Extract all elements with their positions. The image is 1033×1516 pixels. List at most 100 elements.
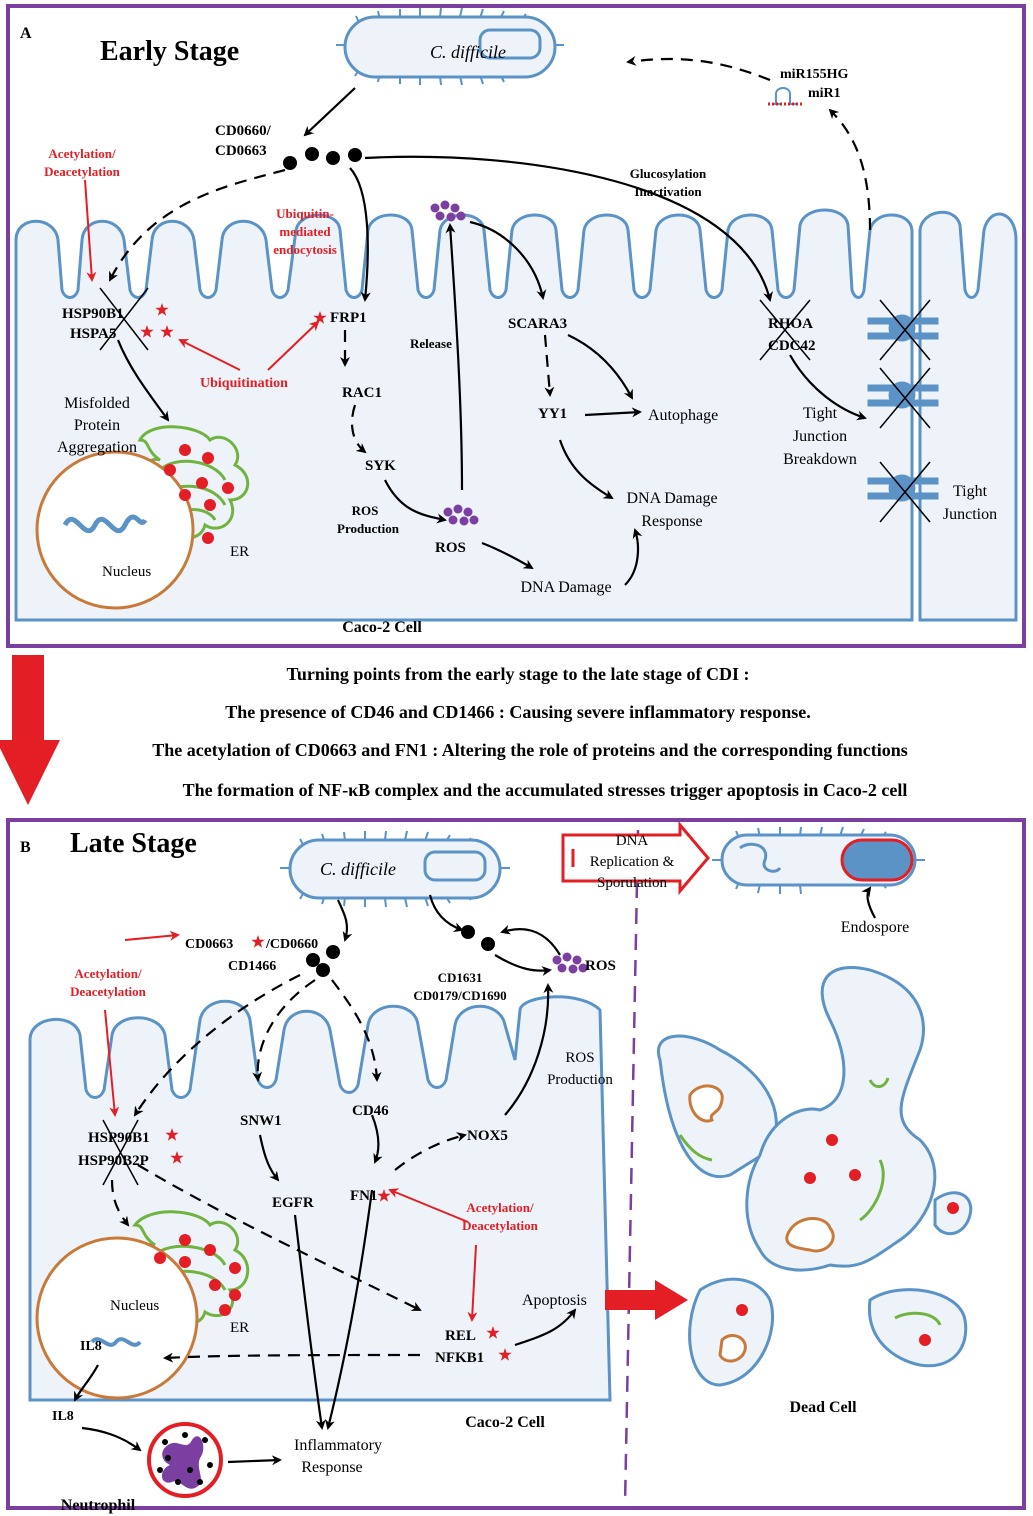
acetyl2-2: Deacetylation <box>462 1218 539 1233</box>
misfolded-1: Misfolded <box>64 395 130 412</box>
hsp90b1-label-b: HSP90B1 <box>88 1130 150 1146</box>
acetyl-label-a-2: Deacetylation <box>44 164 121 179</box>
ubiq-endo-2: mediated <box>279 224 331 239</box>
turning-line-1: Turning points from the early stage to t… <box>287 664 750 684</box>
panel-b-letter: B <box>20 839 31 856</box>
neutrophil-icon <box>147 1422 223 1498</box>
inflam-1: Inflammatory <box>294 1437 382 1454</box>
c-difficile-label-a: C. difficile <box>430 42 506 62</box>
mir155hg-label: miR155HG <box>780 67 849 82</box>
dna-rep-1: DNA <box>616 833 649 849</box>
cd1466-label: CD1466 <box>228 959 276 974</box>
turning-line-4: The formation of NF-κB complex and the a… <box>183 780 908 800</box>
hspa5-label: HSPA5 <box>70 326 116 342</box>
yy1-label: YY1 <box>538 406 567 422</box>
c-difficile-label-b: C. difficile <box>320 859 396 879</box>
dna-replication-arrow <box>561 820 710 896</box>
ubiq-endo-1: Ubiquitin- <box>276 206 334 221</box>
ubiq-endo-3: endocytosis <box>273 242 337 257</box>
tj-breakdown-3: Breakdown <box>783 451 857 468</box>
caco2-cell-a-right <box>918 210 1018 622</box>
frp1-label: FRP1 <box>330 310 367 326</box>
egfr-label: EGFR <box>272 1195 314 1211</box>
ubiquitination-label: Ubiquitination <box>200 376 288 391</box>
ros-prod-a-2: Production <box>337 521 400 536</box>
rhoa-label: RHOA <box>768 316 813 332</box>
acetyl-label-b-1: Acetylation/ <box>74 966 142 981</box>
ros-dots-b <box>552 952 588 974</box>
panel-a-frame <box>6 4 1026 648</box>
glucosyl-1: Glucosylation <box>630 166 707 181</box>
cd0179-label: CD0179/CD1690 <box>413 988 506 1003</box>
syk-label: SYK <box>365 458 396 474</box>
mir1-label: miR1 <box>808 86 841 101</box>
nfkb1-label: NFKB1 <box>435 1350 484 1366</box>
turning-line-2: The presence of CD46 and CD1466 : Causin… <box>225 702 810 722</box>
neutrophil-label: Neutrophil <box>61 1497 136 1514</box>
hsp90b1-label-a: HSP90B1 <box>62 306 124 322</box>
dna-rep-2: Replication & <box>590 854 675 870</box>
il8-out-label: IL8 <box>52 1409 74 1424</box>
ros-prod-a-1: ROS <box>352 503 379 518</box>
down-arrow-transition <box>0 655 60 805</box>
endospore-label: Endospore <box>841 919 909 936</box>
er-label-a: ER <box>230 544 249 560</box>
cd0660-label: /CD0660 <box>265 937 318 952</box>
ddr-1: DNA Damage <box>626 490 717 507</box>
apoptosis-label: Apoptosis <box>522 1292 587 1309</box>
toxin-dots-a <box>283 147 362 170</box>
release-label: Release <box>410 336 452 351</box>
dna-damage-label: DNA Damage <box>520 579 611 596</box>
er-label-b: ER <box>230 1320 249 1336</box>
nucleus-label-a: Nucleus <box>102 564 151 580</box>
dna-rep-3: Sporulation <box>597 875 667 891</box>
cdc42-label: CDC42 <box>768 338 816 354</box>
c-difficile-b <box>280 830 510 908</box>
nox5-label: NOX5 <box>467 1128 508 1144</box>
tj-breakdown-1: Tight <box>803 405 838 422</box>
toxin-dots-b <box>306 925 495 977</box>
panel-b-frame <box>6 818 1026 1510</box>
mirna-icon <box>768 87 802 106</box>
scara3-label: SCARA3 <box>508 316 567 332</box>
dead-cell-icon <box>656 965 973 1387</box>
tj-breakdown-2: Junction <box>793 428 847 445</box>
ros-label-a: ROS <box>435 540 466 556</box>
toxin-label-a-2: CD0663 <box>215 143 267 159</box>
acetyl-label-b-2: Deacetylation <box>70 984 147 999</box>
nucleus-er-a <box>35 425 250 610</box>
ros-prod-b-2: Production <box>547 1072 613 1088</box>
rac1-label: RAC1 <box>342 385 382 401</box>
inflam-2: Response <box>301 1459 362 1476</box>
c-difficile-a <box>336 7 564 86</box>
cd0663-label: CD0663 <box>185 937 233 952</box>
turning-line-3: The acetylation of CD0663 and FN1 : Alte… <box>152 740 908 760</box>
snw1-label: SNW1 <box>240 1113 282 1129</box>
cd0663-star <box>251 935 265 948</box>
nucleus-label-b: Nucleus <box>110 1298 159 1314</box>
fn1-label: FN1 <box>350 1188 378 1204</box>
il8-in-label: IL8 <box>80 1339 102 1354</box>
acetyl2-1: Acetylation/ <box>466 1200 534 1215</box>
tj-label-2: Junction <box>943 506 997 523</box>
ros-dots-a-top <box>430 200 466 222</box>
nucleus-er-b <box>35 1210 250 1400</box>
caco2-label-b: Caco-2 Cell <box>465 1414 545 1431</box>
rel-label: REL <box>445 1328 476 1344</box>
ddr-2: Response <box>641 513 702 530</box>
ros-prod-b-1: ROS <box>565 1050 594 1066</box>
sporulating-bacterium <box>712 826 925 895</box>
dead-cell-label: Dead Cell <box>789 1399 857 1416</box>
glucosyl-2: Inactivation <box>634 184 702 199</box>
misfolded-3: Aggregation <box>57 439 137 456</box>
ros-label-b: ROS <box>585 958 616 974</box>
misfolded-2: Protein <box>74 417 120 434</box>
arrows-panel-a <box>84 55 872 586</box>
acetyl-label-a-1: Acetylation/ <box>48 146 116 161</box>
caco2-label-a: Caco-2 Cell <box>342 619 422 636</box>
cd46-label: CD46 <box>352 1103 389 1119</box>
tj-label-1: Tight <box>953 483 988 500</box>
panel-a-title: Early Stage <box>100 36 239 67</box>
panel-a-letter: A <box>20 25 32 42</box>
